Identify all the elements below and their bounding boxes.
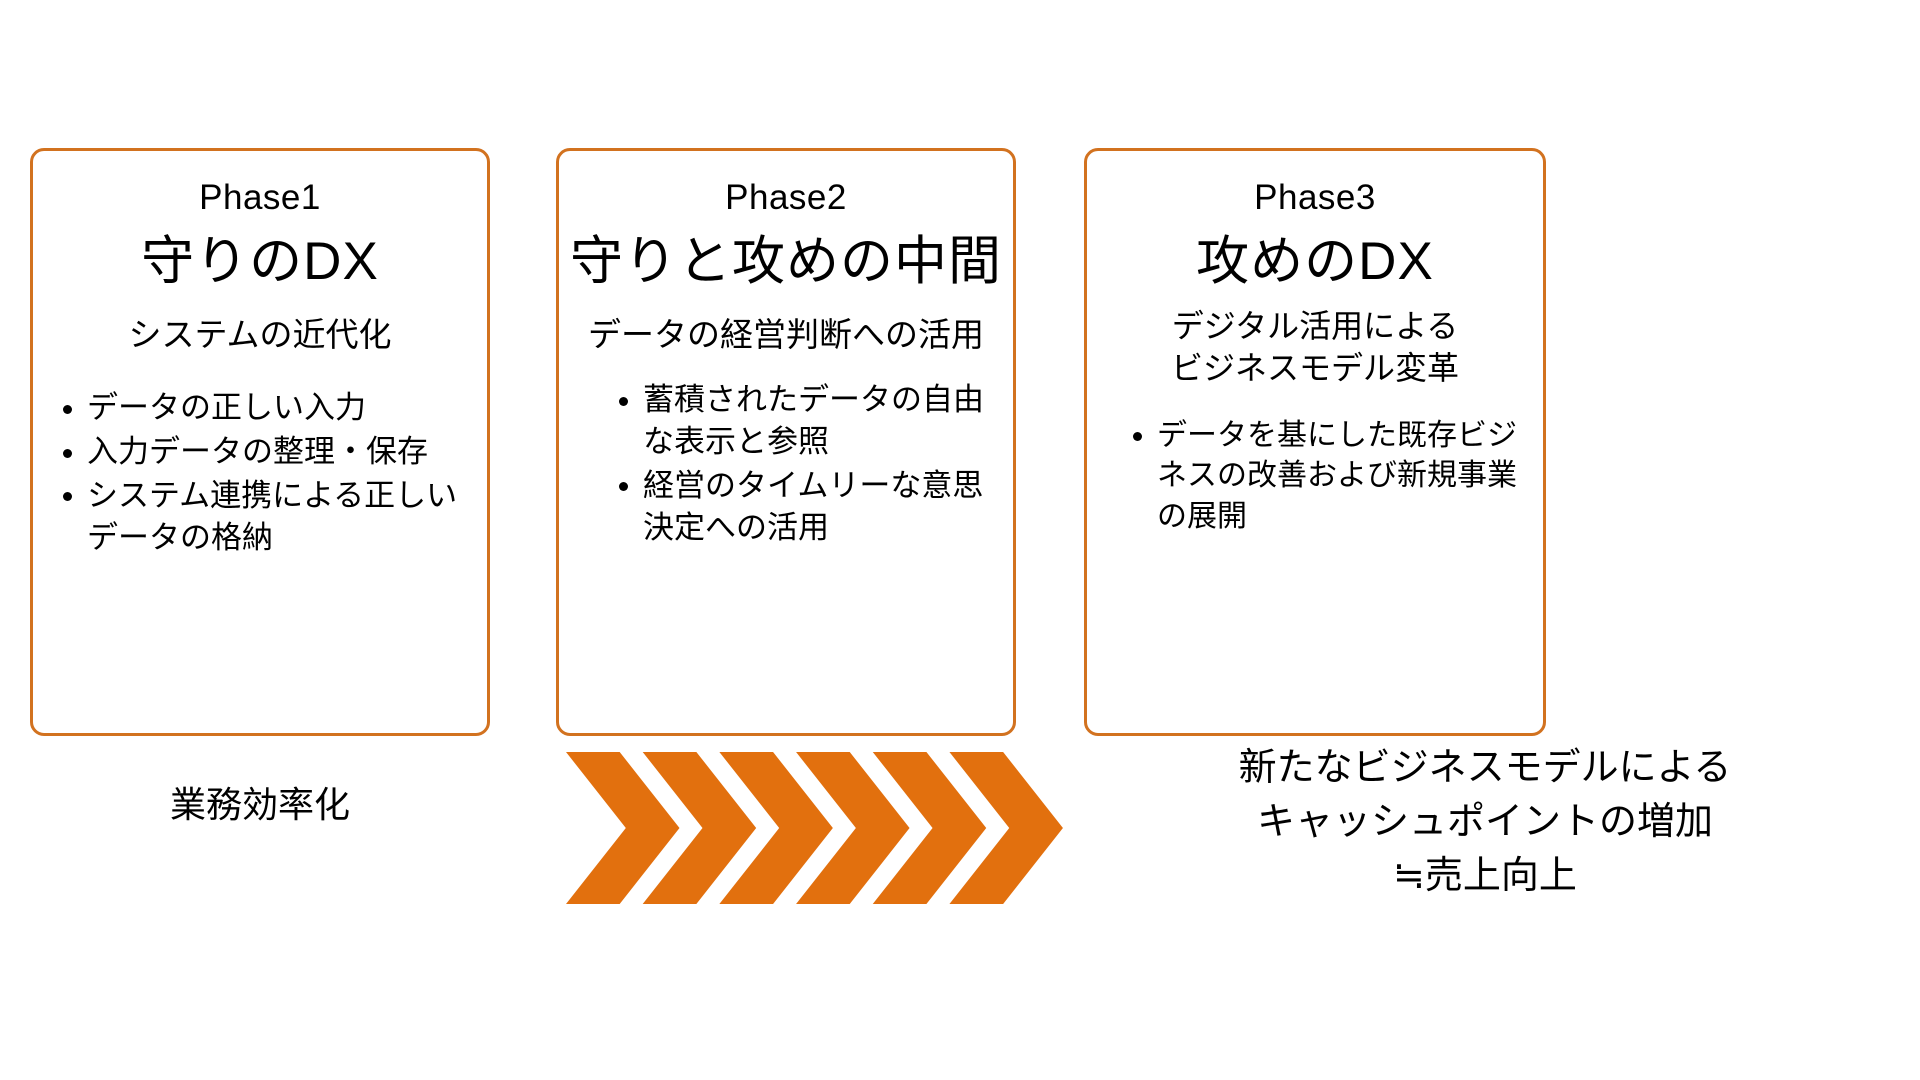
- phase-subtitle-3: デジタル活用による ビジネスモデル変革: [1170, 308, 1459, 387]
- list-item: 経営のタイムリーな意思決定への活用: [615, 465, 999, 549]
- outcome-right-line-1: 新たなビジネスモデルによる: [1238, 747, 1732, 789]
- phase-title-2: 守りと攻めの中間: [570, 231, 1002, 291]
- list-item: システム連携による正しいデータの格納: [59, 475, 477, 559]
- chevron-icon: [719, 752, 833, 904]
- phase-card-1[interactable]: Phase1 守りのDX システムの近代化 データの正しい入力 入力データの整理…: [30, 148, 490, 736]
- chevron-icon: [872, 752, 987, 904]
- phase-label-1: Phase1: [199, 178, 321, 217]
- outcome-label-left: 業務効率化: [169, 784, 350, 825]
- phase-bullet-list-2: 蓄積されたデータの自由な表示と参照 経営のタイムリーな意思決定への活用: [559, 379, 1013, 550]
- chevron-icon: [796, 752, 910, 904]
- phase-label-2: Phase2: [725, 178, 847, 217]
- phase-bullet-list-3: データを基にした既存ビジネスの改善および新規事業の展開: [1087, 416, 1543, 540]
- phase-card-2[interactable]: Phase2 守りと攻めの中間 データの経営判断への活用 蓄積されたデータの自由…: [556, 148, 1016, 736]
- chevron-arrow-right-icon: [566, 752, 1066, 904]
- list-item: 蓄積されたデータの自由な表示と参照: [615, 379, 999, 463]
- phase-label-3: Phase3: [1254, 178, 1376, 217]
- outcome-right-line-2: キャッシュポイントの増加: [1256, 800, 1713, 843]
- outcome-label-right: 新たなビジネスモデルによる キャッシュポイントの増加 ≒売上向上: [1060, 742, 1910, 904]
- chevron-icon: [949, 752, 1063, 904]
- list-item: データの正しい入力: [59, 387, 477, 429]
- phase-subtitle-1: システムの近代化: [128, 316, 392, 354]
- phase-title-1: 守りのDX: [141, 231, 379, 291]
- phase-subtitle-2: データの経営判断への活用: [588, 316, 984, 354]
- chevron-icon: [642, 752, 757, 904]
- phase-card-3[interactable]: Phase3 攻めのDX デジタル活用による ビジネスモデル変革 データを基にし…: [1084, 148, 1546, 736]
- phase-title-3: 攻めのDX: [1196, 231, 1434, 291]
- phase-bullet-list-1: データの正しい入力 入力データの整理・保存 システム連携による正しいデータの格納: [33, 387, 487, 560]
- outcome-right-line-3: ≒売上向上: [1393, 854, 1577, 897]
- list-item: データを基にした既存ビジネスの改善および新規事業の展開: [1129, 416, 1529, 538]
- list-item: 入力データの整理・保存: [59, 431, 477, 473]
- chevron-icon: [566, 752, 680, 904]
